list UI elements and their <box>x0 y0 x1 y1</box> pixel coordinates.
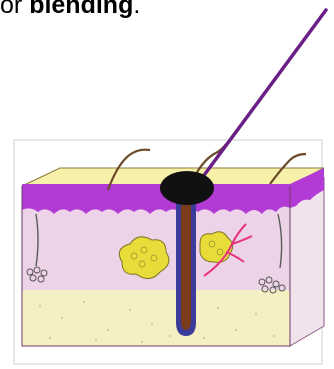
hair-follicle-shaft <box>181 196 191 330</box>
follicle-opening-bulb <box>160 171 214 205</box>
